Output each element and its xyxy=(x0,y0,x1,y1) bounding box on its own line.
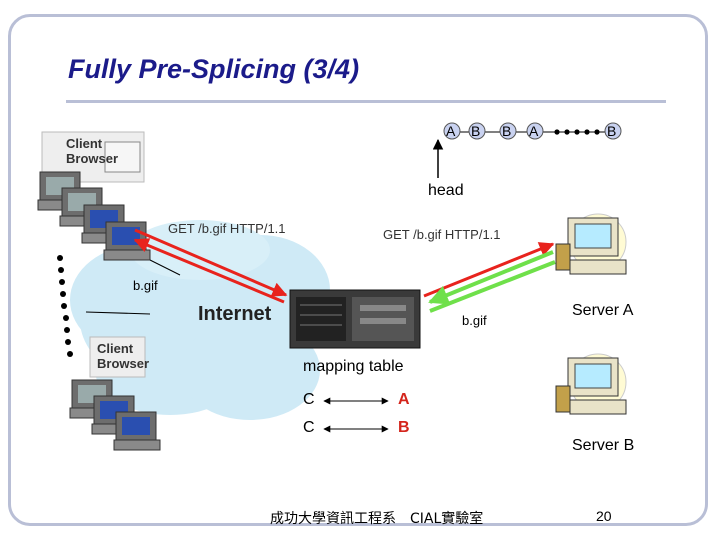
client-link-line xyxy=(149,259,181,276)
server-b-label: Server B xyxy=(572,437,635,454)
client-bottom-label: Client Browser xyxy=(97,341,150,371)
title-divider xyxy=(66,100,666,103)
server-a-link-lower xyxy=(429,260,556,313)
request-stream xyxy=(432,122,622,178)
computer-icon xyxy=(103,221,151,261)
client-link-line xyxy=(85,311,151,315)
mapping-row-to: A xyxy=(398,391,410,408)
stream-letter-circle xyxy=(499,122,517,140)
request-arrow-left xyxy=(134,228,288,297)
stream-letter-circle xyxy=(526,122,544,140)
stream-dots xyxy=(554,129,600,135)
head-label: head xyxy=(428,182,464,199)
slide-title: Fully Pre-Splicing (3/4) xyxy=(68,54,360,84)
mapping-row-from: C xyxy=(303,391,315,408)
slide-frame xyxy=(8,14,708,526)
stream-letter: A xyxy=(529,123,539,139)
page-number: 20 xyxy=(596,508,612,524)
get-request-right-label: GET /b.gif HTTP/1.1 xyxy=(383,227,501,242)
internet-label: Internet xyxy=(198,303,272,325)
server-a-icon xyxy=(555,213,627,275)
mapping-table-title: mapping table xyxy=(303,358,404,375)
server-b-icon xyxy=(555,353,627,415)
stream-letter: B xyxy=(502,123,512,139)
server-a-link-upper xyxy=(428,250,554,305)
stream-letter: A xyxy=(446,123,456,139)
bgif-left-label: b.gif xyxy=(133,278,158,293)
stream-letter-circle xyxy=(443,122,461,140)
stream-letter-circle xyxy=(604,122,622,140)
client-top-label: Client Browser xyxy=(66,136,119,166)
client-top-group xyxy=(37,131,151,261)
server-a-label: Server A xyxy=(572,302,634,319)
mapping-row-to: B xyxy=(398,419,410,436)
mapping-row-from: C xyxy=(303,419,315,436)
web-switch xyxy=(289,289,421,349)
computer-icon xyxy=(113,411,161,451)
stream-letter: B xyxy=(607,123,617,139)
slide-footer: 成功大學資訊工程系 CIAL實驗室 xyxy=(270,511,484,527)
client-ellipsis-dots xyxy=(57,255,73,357)
response-arrow-left xyxy=(133,238,285,304)
get-request-left-label: GET /b.gif HTTP/1.1 xyxy=(168,221,286,236)
bgif-right-label: b.gif xyxy=(462,313,487,328)
stream-letter-circle xyxy=(468,122,486,140)
stream-letter: B xyxy=(471,123,481,139)
client-bottom-group xyxy=(69,336,161,451)
